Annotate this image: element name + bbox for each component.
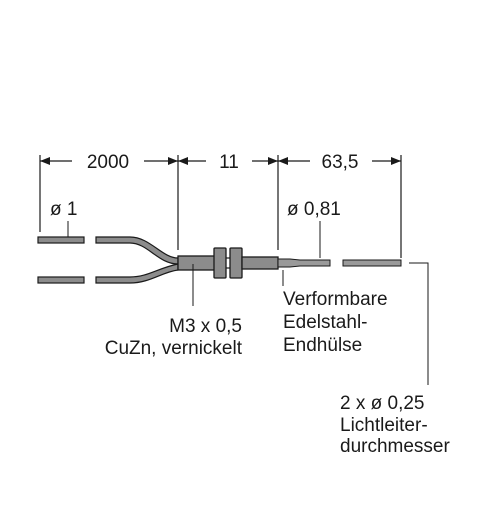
- fiber-strand-upper-left: [37, 236, 85, 244]
- fiber-strand-lower-left: [37, 276, 85, 284]
- fiber-diameter-label: ø 1: [50, 199, 77, 220]
- sleeve-label-line2: Edelstahl-: [283, 312, 368, 333]
- hex-nut-2: [229, 247, 243, 279]
- sleeve-label-line1: Verformbare: [283, 289, 388, 310]
- arrowhead: [178, 157, 188, 165]
- tube-end: [342, 259, 402, 267]
- core-leader: [409, 262, 429, 385]
- fiber-strand-lower: [95, 263, 179, 284]
- hex-nut-1: [213, 247, 227, 279]
- sleeve-tip: [241, 256, 279, 270]
- core-label-line3: durchmesser: [340, 436, 450, 457]
- dimension-label-63-5: 63,5: [322, 152, 359, 173]
- dimension-label-2000: 2000: [87, 152, 129, 173]
- arrowhead: [391, 157, 401, 165]
- arrowhead: [168, 157, 178, 165]
- thread-label-line1: M3 x 0,5: [169, 316, 242, 337]
- fiber-strand-upper: [95, 236, 179, 265]
- arrowhead: [268, 157, 278, 165]
- arrowhead: [40, 157, 50, 165]
- thread-label-line2: CuZn, vernickelt: [105, 338, 243, 359]
- dimension-sleeve-length: 11: [177, 152, 278, 250]
- core-label-line1: 2 x ø 0,25: [340, 393, 425, 414]
- dimension-fiber-length: 2000: [39, 152, 178, 232]
- threaded-sleeve: [177, 247, 279, 279]
- arrowhead: [278, 157, 288, 165]
- dimension-tube-length: 63,5: [277, 152, 402, 258]
- tube-taper: [277, 258, 331, 268]
- end-tube: [277, 258, 402, 268]
- fiber-cables: [37, 236, 179, 284]
- sleeve-label-line3: Endhülse: [283, 335, 362, 356]
- tube-diameter-label: ø 0,81: [287, 199, 341, 220]
- dimension-label-11: 11: [219, 152, 239, 173]
- core-label-line2: Lichtleiter-: [340, 415, 428, 436]
